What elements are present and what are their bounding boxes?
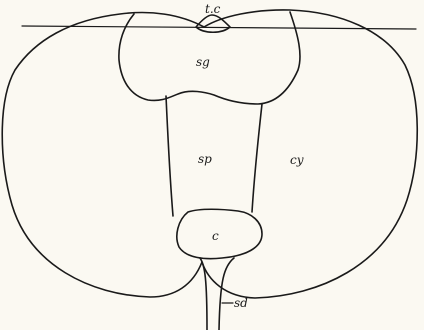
label-cy: cy	[290, 153, 304, 167]
section-line	[22, 26, 416, 29]
duct-left	[200, 258, 207, 330]
label-sp: sp	[198, 152, 212, 166]
sp-left-outline	[166, 96, 173, 216]
label-sg: sg	[196, 55, 210, 69]
sp-right-outline	[252, 104, 262, 212]
c-outline	[177, 209, 262, 258]
label-sd: sd	[234, 296, 248, 310]
label-tc: t.c	[205, 2, 221, 16]
label-c: c	[212, 229, 219, 243]
